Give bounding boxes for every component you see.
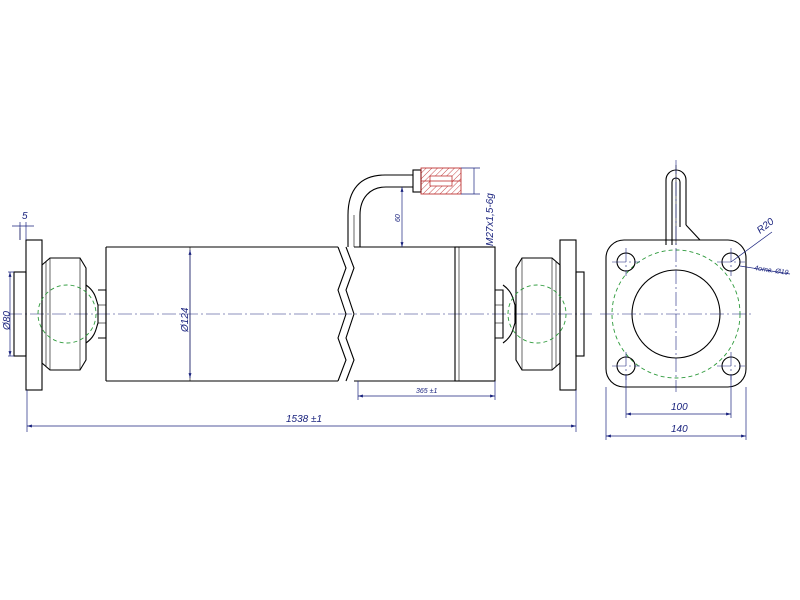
- pipe-outer: [347, 174, 413, 247]
- holes-leader: [739, 265, 791, 275]
- break-line-left: [337, 246, 347, 382]
- pipe-offset-label: 60: [395, 214, 402, 222]
- left-boss: [13, 271, 27, 357]
- left-pin-hidden-circle: [37, 284, 97, 344]
- cylinder-barrel: [105, 246, 496, 382]
- flange-width-label: 140: [671, 424, 688, 435]
- hole-spacing-label: 100: [671, 402, 688, 413]
- side-view: 5 Ø80 Ø124 60 M27x1,5-6g 365 ±1 1538 ±1: [2, 167, 592, 432]
- flange-thickness-label: 5: [22, 211, 28, 222]
- end-view: R20 4отв. Ø19 100 140: [600, 160, 791, 440]
- section-length-label: 365 ±1: [416, 388, 437, 395]
- right-boss: [575, 271, 585, 357]
- holes-label: 4отв. Ø19: [754, 265, 789, 277]
- overall-length-label: 1538 ±1: [286, 414, 322, 425]
- radius-leader: [730, 231, 773, 263]
- left-neck: [85, 284, 99, 344]
- corner-radius-label: R20: [755, 216, 777, 236]
- left-flange-plate: [25, 239, 43, 391]
- right-flange-plate: [559, 239, 577, 391]
- side-view-dimensions: [8, 222, 577, 432]
- right-pin-hidden-circle: [507, 284, 567, 344]
- left-mounting-end: [13, 228, 107, 391]
- left-collar: [41, 257, 87, 371]
- pin-diameter-label: Ø80: [2, 311, 13, 331]
- break-line-right: [345, 246, 355, 382]
- cylinder-diameter-label: Ø124: [180, 307, 191, 333]
- cylinder-head: [454, 246, 496, 382]
- right-mounting-end: [495, 239, 585, 391]
- right-neck: [502, 284, 516, 344]
- port-thread-label: M27x1,5-6g: [485, 193, 496, 246]
- hydraulic-pipe: [347, 167, 480, 247]
- pipe-inner: [359, 186, 413, 247]
